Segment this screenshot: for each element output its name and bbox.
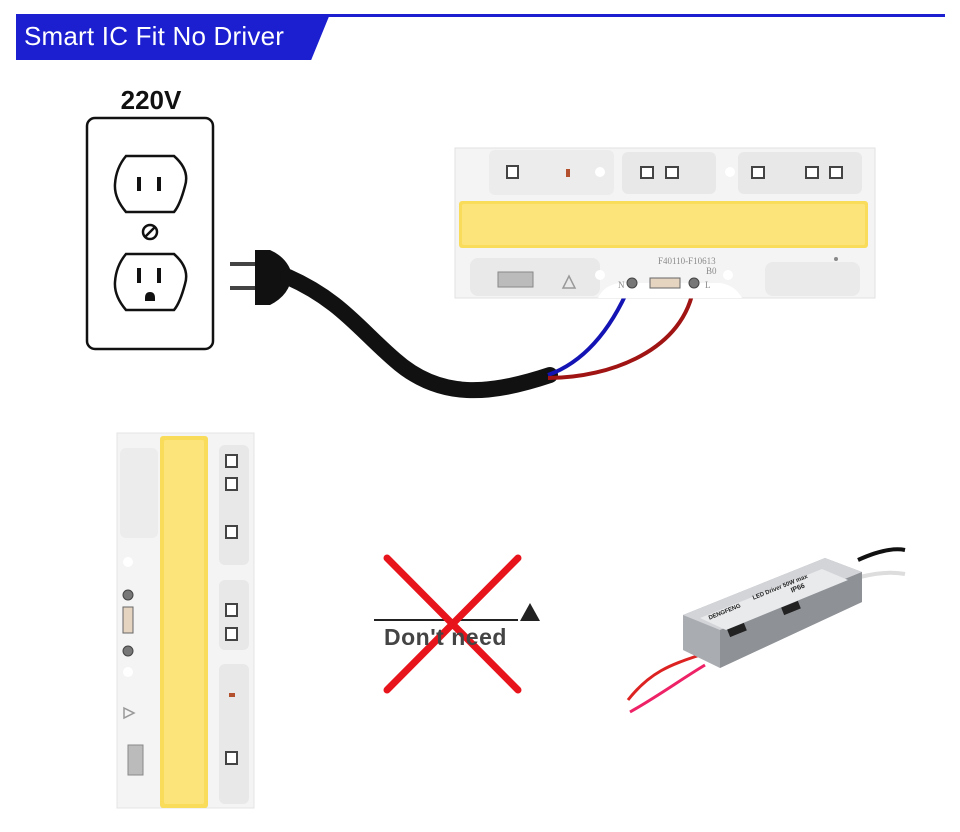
led-module-vertical xyxy=(116,432,255,809)
part-code: F40110-F10613 xyxy=(658,256,716,266)
power-cable xyxy=(280,269,558,399)
led-driver-icon xyxy=(626,547,906,714)
header-banner xyxy=(16,14,330,60)
pin-neutral-label: N xyxy=(618,280,625,290)
outlet-icon xyxy=(85,116,215,351)
page-title: Smart IC Fit No Driver xyxy=(24,21,285,51)
dont-need-label: Don't need xyxy=(384,624,507,650)
cross-icon xyxy=(374,554,540,694)
header-rule xyxy=(16,14,945,17)
live-wire xyxy=(547,284,696,380)
part-suffix: B0 xyxy=(706,266,717,276)
voltage-label: 220V xyxy=(120,85,182,115)
led-module-horizontal xyxy=(454,147,876,299)
plug-icon xyxy=(230,250,292,305)
pin-live-label: L xyxy=(705,280,711,290)
